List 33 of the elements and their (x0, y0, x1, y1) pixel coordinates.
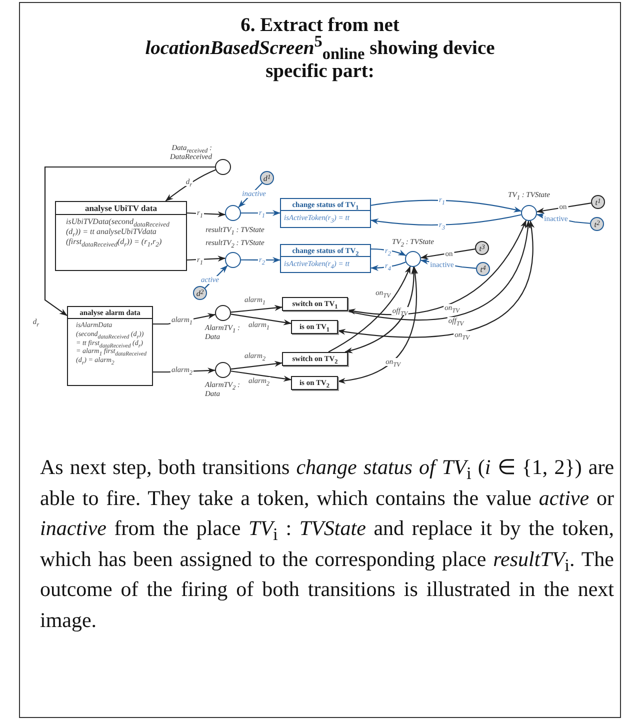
arrow (338, 220, 534, 338)
arrow (230, 304, 282, 313)
transition-box (291, 376, 338, 390)
arrow (165, 169, 216, 202)
arrow (186, 256, 226, 262)
transition-box (280, 198, 371, 228)
arrow (44, 166, 215, 316)
transition-box (282, 297, 348, 311)
arrow (371, 248, 406, 256)
arrow (153, 313, 216, 325)
guard-condition: isUbiTVData(second$_{dataReceived}$ (d$_{r}$)) = tt analyseUbiTVdata (first$_{dataReceived}$(d$_{r}$)) = (r$_{1}$,r$_{2}$) (65, 216, 170, 250)
arrow (204, 265, 228, 288)
arrow (241, 210, 280, 216)
arrow (230, 360, 282, 370)
transition-box (280, 244, 371, 273)
transition-box (291, 320, 338, 334)
caption: As next step, both transitions change status of TV$_{i}$ (i ∈ {1, 2}) are able to fire. They take a token, which contains the value active or inactive from the place TV$_{i}$ : TVState and replace it by the token, which has been assigned to the corresponding place resultTV$_{i}$. The outcome of the firing of both transitions is illustrated in the next image. (40, 454, 614, 634)
arrow (230, 370, 292, 382)
title: 6. Extract from net locationBasedScreen$^{5}$$_{online}$ showing device specific part: (144, 14, 496, 83)
arrow (230, 314, 292, 326)
arrow (370, 200, 522, 212)
arrow (536, 202, 592, 214)
arrow (328, 266, 411, 352)
transition-name: analyse UbiTV data (56, 202, 186, 216)
arrow (370, 214, 522, 226)
arrow (241, 256, 280, 263)
arrow (344, 266, 417, 353)
arrow (338, 266, 418, 384)
transition-box (55, 201, 187, 271)
arrow (370, 262, 406, 271)
transition-box (67, 306, 153, 386)
arrow (186, 211, 226, 218)
transition-box (282, 352, 348, 366)
